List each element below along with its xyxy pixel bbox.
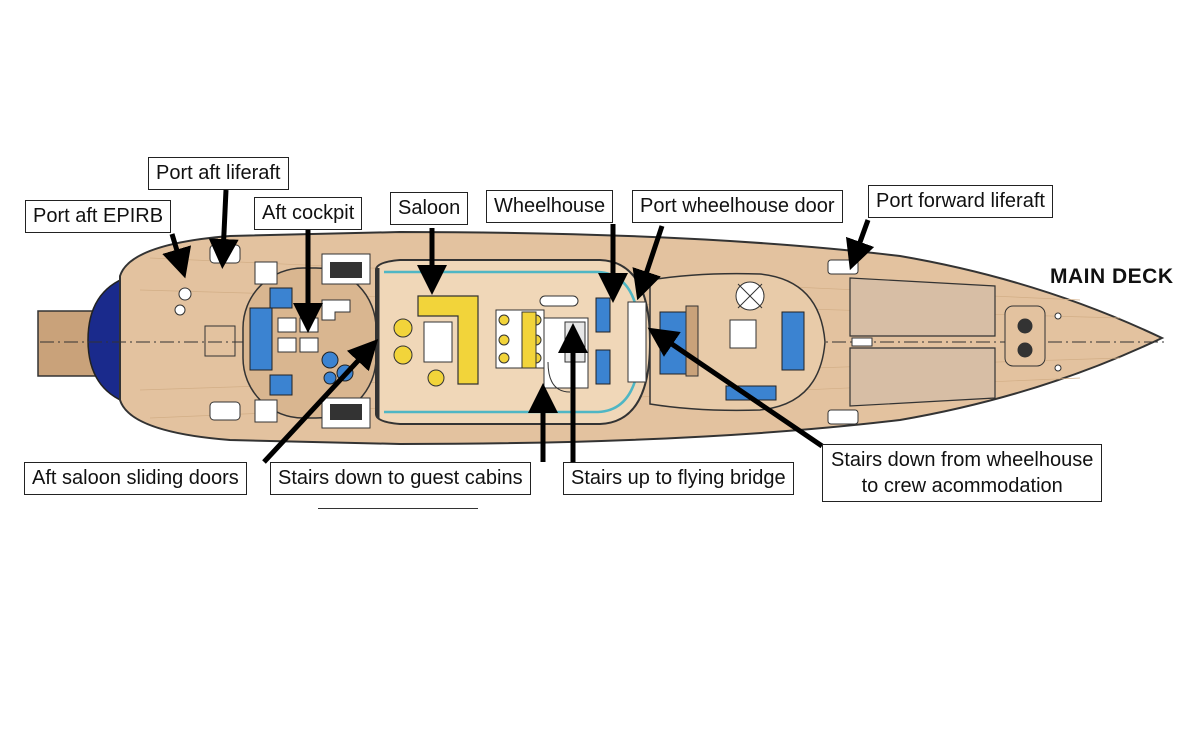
companionway-starboard — [321, 397, 371, 429]
leader-port-wheelhouse-door — [632, 225, 665, 301]
callout-text: Stairs down to guest cabins — [278, 467, 523, 489]
leader-aft-saloon-doors — [262, 339, 379, 464]
deck-title: MAIN DECK — [1050, 265, 1174, 288]
callout-text-line1: Stairs down from wheelhouse — [831, 449, 1094, 471]
leader-port-aft-epirb — [162, 233, 192, 279]
foredeck-sunpads — [849, 277, 996, 407]
callout-port-aft-epirb: Port aft EPIRB — [25, 200, 172, 233]
callout-text: Wheelhouse — [494, 195, 606, 217]
callout-text: Port forward liferaft — [876, 190, 1045, 212]
leader-port-forward-liferaft — [845, 219, 875, 271]
callout-text-line2: to crew acommodation — [861, 475, 1063, 497]
callout-saloon: Saloon — [390, 192, 469, 225]
callout-text: Stairs up to flying bridge — [571, 467, 786, 489]
companionway-port — [321, 253, 371, 285]
callout-text: Port aft liferaft — [156, 162, 281, 184]
callout-leaders — [162, 189, 875, 464]
callout-port-forward-liferaft: Port forward liferaft — [868, 185, 1053, 218]
leader-stairs-crew — [647, 327, 824, 449]
callout-text: Aft cockpit — [262, 202, 355, 224]
callout-text: Aft saloon sliding doors — [32, 467, 239, 489]
callout-aft-cockpit: Aft cockpit — [254, 197, 363, 230]
wheelhouse-consoles — [595, 297, 647, 385]
callout-aft-saloon-sliding-doors: Aft saloon sliding doors — [24, 462, 247, 495]
callout-stairs-up-flying-bridge: Stairs up to flying bridge — [563, 462, 794, 495]
leader-port-aft-liferaft — [208, 189, 239, 269]
callout-stairs-down-guest-cabins: Stairs down to guest cabins — [270, 462, 531, 495]
callout-port-aft-liferaft: Port aft liferaft — [148, 157, 289, 190]
callout-port-wheelhouse-door: Port wheelhouse door — [632, 190, 843, 223]
callout-stairs-down-crew: Stairs down from wheelhouse to crew acom… — [822, 444, 1103, 502]
callout-text: Port wheelhouse door — [640, 195, 835, 217]
callout-text: Saloon — [398, 197, 461, 219]
callout-wheelhouse: Wheelhouse — [486, 190, 614, 223]
callout-text: Port aft EPIRB — [33, 205, 164, 227]
empty-callout-frame — [318, 508, 478, 519]
saloon-furniture — [393, 295, 589, 393]
